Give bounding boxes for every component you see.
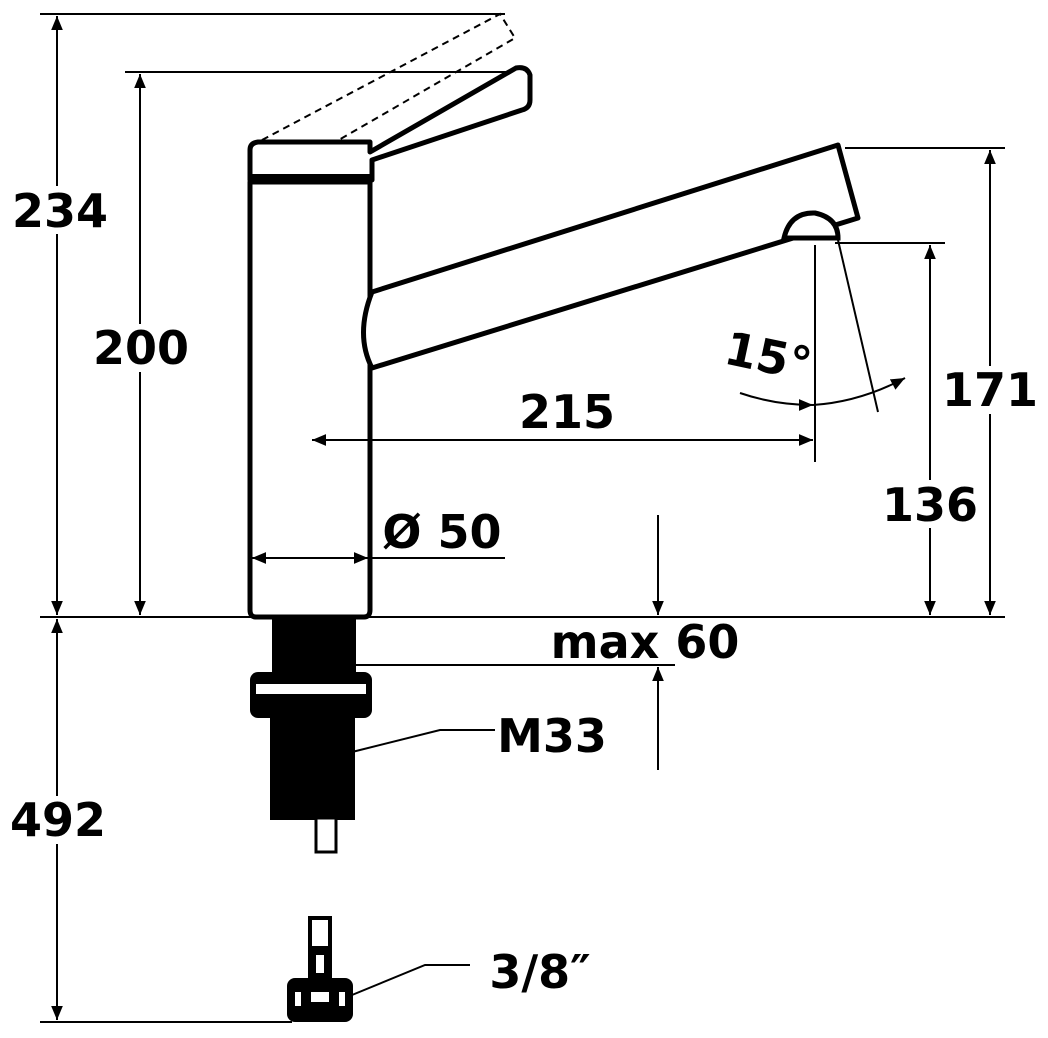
- body-column: [247, 179, 373, 620]
- dim-handle-height: 200: [93, 321, 189, 375]
- dim-swivel-angle: 15°: [720, 321, 816, 392]
- dim-body-diameter: Ø 50: [382, 505, 501, 559]
- hose-connector: [287, 916, 353, 1022]
- lever-handle: [247, 65, 533, 183]
- faucet-body: [247, 12, 861, 620]
- aerator: [780, 210, 841, 241]
- spout: [361, 142, 861, 371]
- dim-connection: 3/8″: [489, 945, 590, 999]
- dim-hose-length: 492: [10, 793, 106, 847]
- dim-max-counter-thickness: max 60: [551, 615, 740, 669]
- dim-spout-top-height: 171: [942, 363, 1038, 417]
- dim-spout-reach: 215: [519, 385, 615, 439]
- dim-thread: M33: [497, 709, 607, 763]
- dim-outlet-height: 136: [882, 478, 978, 532]
- dimension-lines: [51, 15, 996, 1020]
- lever-open-dashed: [261, 12, 517, 153]
- reference-lines: [40, 13, 1005, 1023]
- dim-total-height: 234: [12, 184, 108, 238]
- mounting-hardware: [250, 617, 372, 1022]
